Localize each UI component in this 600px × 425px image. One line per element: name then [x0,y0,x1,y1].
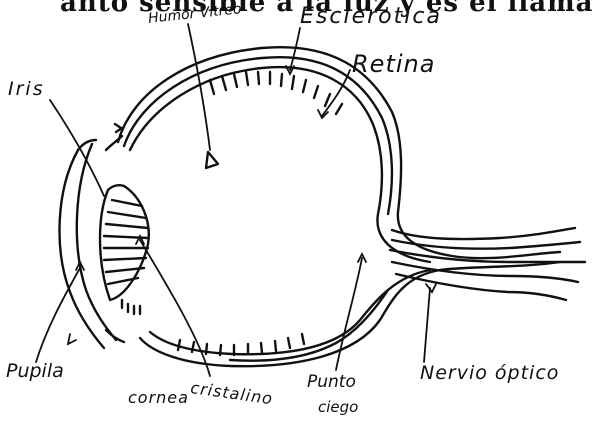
label-pupila: Pupila [6,360,64,382]
retina-layer-lower [150,270,430,354]
label-nervio-optico: Nervio óptico [420,362,559,384]
pointer-punto-ciego [336,258,362,370]
pointer-cristalino [140,240,210,376]
pointer-iris [50,100,104,196]
label-cornea: cornea [128,388,189,407]
pointer-nervio [424,288,430,362]
label-ciego: ciego [318,398,358,416]
retina-layer [130,67,430,262]
label-iris: Iris [8,78,45,100]
label-retina: Retina [352,50,435,78]
pointer-cornea [68,334,76,344]
optic-nerve-fibers [392,228,575,239]
pointer-pupila [36,268,80,362]
sclera-outer [118,47,560,258]
pointer-humor [188,24,210,150]
label-punto: Punto [307,372,356,392]
iris-upper [106,136,122,150]
label-esclerotica: Esclerotica [300,4,442,29]
